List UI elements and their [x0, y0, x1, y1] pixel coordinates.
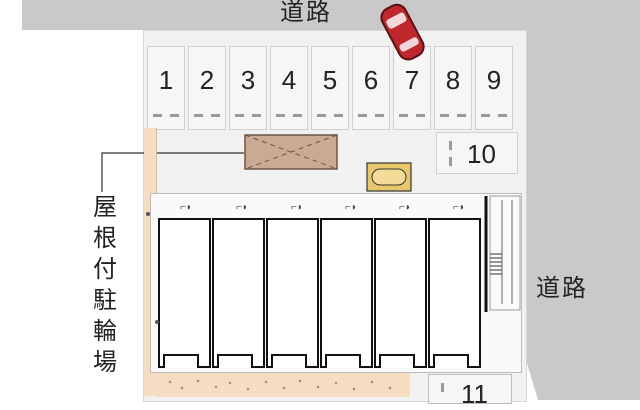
- parking-space-number: 4: [281, 65, 297, 95]
- bike-parking-label: 屋根付駐輪場: [90, 192, 120, 378]
- wheel-stop: [252, 114, 261, 117]
- gravel-texture: [168, 379, 392, 391]
- parking-space-number: 3: [240, 65, 256, 95]
- parking-space-number: 8: [445, 65, 461, 95]
- wheel-stop: [375, 114, 384, 117]
- bike-parking-label-char: 屋: [93, 194, 117, 221]
- utility-meter-icon: ⌐◗: [236, 202, 248, 213]
- wheel-stop: [399, 114, 408, 117]
- parking-space-number: 7: [404, 65, 420, 95]
- utility-meter-icon: ⌐◗: [345, 202, 357, 213]
- parking-space-3: 3: [229, 46, 267, 130]
- stairs-icon: [484, 195, 521, 312]
- bike-parking-label-char: 輪: [93, 318, 117, 345]
- wheel-stop: [317, 114, 326, 117]
- mailbox-icon: [366, 162, 412, 192]
- trash-collection-area: [244, 134, 338, 170]
- parking-space-number: 1: [158, 65, 174, 95]
- wheel-stop: [293, 114, 302, 117]
- parking-space-1: 1: [147, 46, 185, 130]
- bike-parking-label-char: 場: [93, 349, 117, 376]
- parking-space-5: 5: [311, 46, 349, 130]
- wheel-stop: [334, 114, 343, 117]
- parking-space-number: 5: [322, 65, 338, 95]
- wheel-stop: [449, 141, 452, 150]
- marker-dot: [155, 320, 159, 324]
- entrance-step: [271, 354, 307, 368]
- wheel-stop: [358, 114, 367, 117]
- leader-line: [101, 152, 244, 192]
- wheel-stop: [457, 114, 466, 117]
- apartment-unit: [374, 218, 427, 368]
- wheel-stop: [276, 114, 285, 117]
- right-road-label: 道路: [536, 275, 588, 302]
- apartment-unit: [428, 218, 481, 368]
- parking-space-8: 8: [434, 46, 472, 130]
- bike-parking-label-char: 付: [93, 256, 117, 283]
- apartment-unit: [320, 218, 373, 368]
- top-road: [22, 0, 597, 30]
- wheel-stop: [449, 157, 452, 166]
- entrance-step: [217, 354, 253, 368]
- bike-parking-label-text: 屋根付駐輪場: [90, 192, 120, 378]
- parking-space-6: 6: [352, 46, 390, 130]
- apartment-unit: [266, 218, 319, 368]
- wheel-stop: [416, 114, 425, 117]
- utility-meter-icon: ⌐◗: [399, 202, 411, 213]
- entrance-step: [325, 354, 361, 368]
- wheel-stop: [481, 114, 490, 117]
- wheel-stop: [170, 114, 179, 117]
- top-road-label: 道路: [280, 0, 332, 26]
- entrance-step: [163, 354, 199, 368]
- right-road: [520, 0, 640, 400]
- entrance-step: [433, 354, 469, 368]
- wheel-stop: [211, 114, 220, 117]
- parking-space-number: 2: [199, 65, 215, 95]
- wheel-stop: [441, 383, 444, 392]
- parking-space-2: 2: [188, 46, 226, 130]
- car-icon: [380, 3, 425, 61]
- entrance-step: [379, 354, 415, 368]
- bike-parking-label-char: 根: [93, 225, 117, 252]
- parking-space-number: 10: [467, 139, 496, 169]
- parking-space-9: 9: [475, 46, 513, 130]
- wheel-stop: [194, 114, 203, 117]
- parking-space-number: 9: [486, 65, 502, 95]
- apartment-unit: [212, 218, 265, 368]
- bike-parking-label-char: 駐: [93, 287, 117, 314]
- wheel-stop: [153, 114, 162, 117]
- parking-space-4: 4: [270, 46, 308, 130]
- marker-dot: [146, 212, 150, 216]
- wheel-stop: [235, 114, 244, 117]
- wheel-stop: [440, 114, 449, 117]
- parking-space-number: 6: [363, 65, 379, 95]
- wheel-stop: [498, 114, 507, 117]
- utility-meter-icon: ⌐◗: [180, 202, 192, 213]
- utility-meter-icon: ⌐◗: [453, 202, 465, 213]
- parking-space-10: 10: [436, 132, 518, 174]
- apartment-unit: [158, 218, 211, 368]
- utility-meter-icon: ⌐◗: [291, 202, 303, 213]
- parking-space-number: 11: [461, 379, 488, 409]
